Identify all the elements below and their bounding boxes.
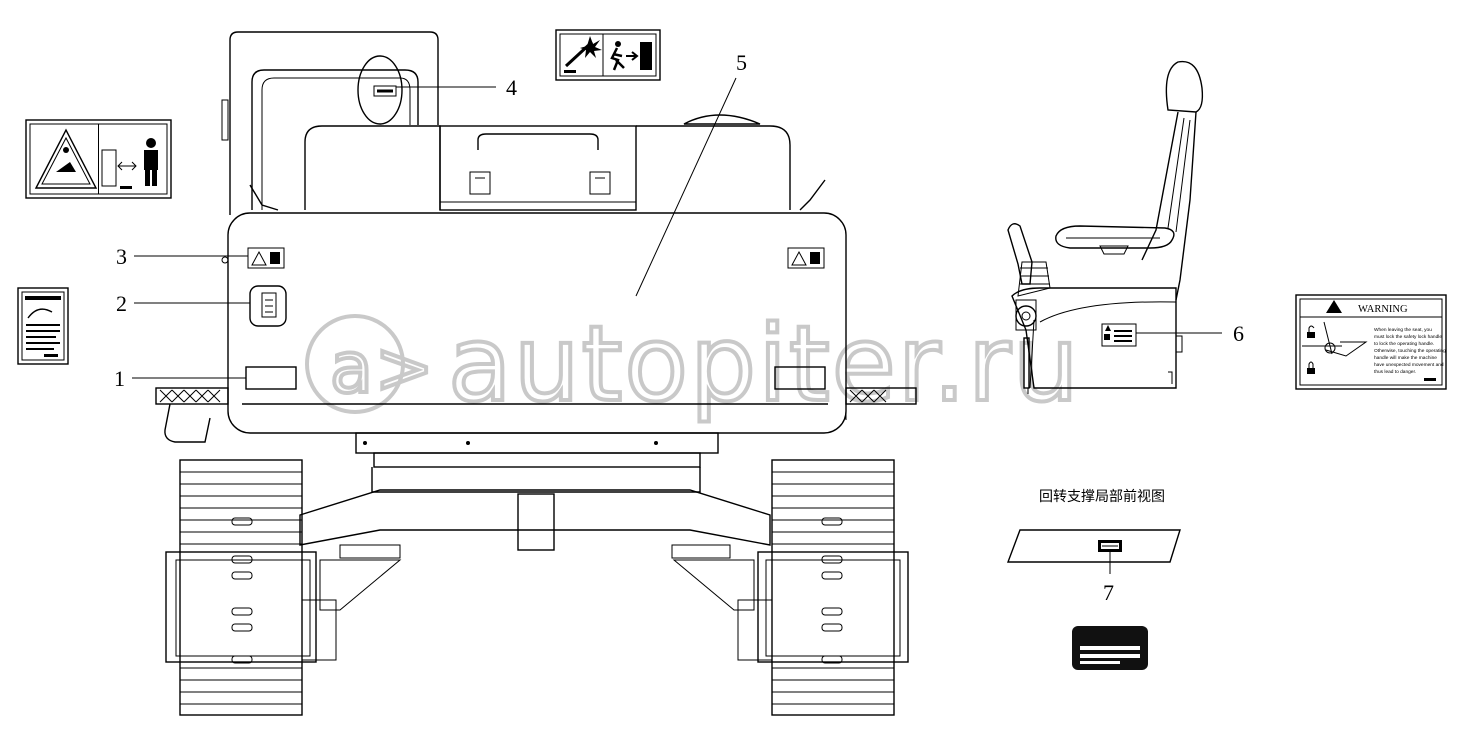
warning-triangle-icon <box>1326 300 1342 313</box>
running-person-icon <box>610 41 625 71</box>
crush-warning-icon <box>34 128 98 189</box>
callout-1: 1 <box>114 366 125 391</box>
carbody <box>299 489 771 546</box>
svg-text:to lock the operating handle.: to lock the operating handle. <box>1374 341 1434 347</box>
decal-warning-safety-lock: WARNING When leaving the seat, you must … <box>1295 294 1447 390</box>
callout-3: 3 <box>116 244 127 269</box>
seat-console <box>1011 287 1177 389</box>
engine-hood-right <box>636 125 791 210</box>
decal-4-small <box>373 85 397 97</box>
svg-text:handle will make the machine: handle will make the machine <box>1374 355 1437 361</box>
watermark: a> autopiter.ru <box>305 301 1081 427</box>
svg-text:Otherwise, touching the operat: Otherwise, touching the operating <box>1374 348 1446 354</box>
leader-5 <box>635 77 737 297</box>
headrest <box>1165 60 1204 113</box>
decal-3-right <box>787 247 825 269</box>
hood-handle <box>477 133 599 150</box>
svg-text:must lock the safety lock hand: must lock the safety lock handle <box>1374 334 1442 340</box>
decal-2-plate <box>249 285 287 327</box>
detail-caption: 回转支撑局部前视图 <box>1039 488 1165 505</box>
svg-text:have unexpected movement and: have unexpected movement and <box>1374 362 1444 368</box>
reflector-left <box>245 366 297 390</box>
callout-5: 5 <box>736 50 747 75</box>
leader-lines <box>132 77 1222 574</box>
operator-seat-side-view <box>1007 60 1204 394</box>
exhaust-cover <box>357 55 403 125</box>
decal-explosion-hazard <box>555 29 661 81</box>
callout-7: 7 <box>1103 580 1114 605</box>
watermark-logo-icon <box>305 314 405 414</box>
excavator-rear-view <box>155 31 917 716</box>
warning-title: WARNING <box>1358 304 1408 315</box>
decal-3-left <box>247 247 285 269</box>
svg-text:a>: a> <box>330 327 436 409</box>
right-step <box>845 387 917 420</box>
decal-6-small <box>1101 323 1137 347</box>
reflector-right <box>774 366 826 390</box>
lock-icon <box>1307 361 1315 374</box>
engine-hood-center <box>439 125 637 211</box>
svg-text:thus lead to danger.: thus lead to danger. <box>1374 369 1416 375</box>
callout-4: 4 <box>506 75 517 100</box>
watermark-text: autopiter.ru <box>448 303 1081 425</box>
decal-7-plate <box>1072 626 1148 670</box>
cab-outline <box>229 31 439 215</box>
swing-bearing-detail <box>1006 529 1181 563</box>
svg-text:When leaving the seat, you: When leaving the seat, you <box>1374 327 1432 333</box>
left-crawler <box>165 459 337 716</box>
armrest <box>1055 225 1175 249</box>
decal-manual-notice <box>17 287 69 365</box>
callout-6: 6 <box>1233 321 1244 346</box>
filter-cap <box>683 114 761 125</box>
engine-hood-left <box>304 125 441 210</box>
swing-bearing <box>355 432 719 454</box>
right-crawler <box>737 459 909 716</box>
decal-crush-hazard <box>25 119 172 199</box>
callout-2: 2 <box>116 291 127 316</box>
explosion-warning-icon <box>564 36 602 68</box>
unlock-icon <box>1307 325 1315 338</box>
person-icon <box>144 138 158 186</box>
left-step <box>155 387 229 443</box>
